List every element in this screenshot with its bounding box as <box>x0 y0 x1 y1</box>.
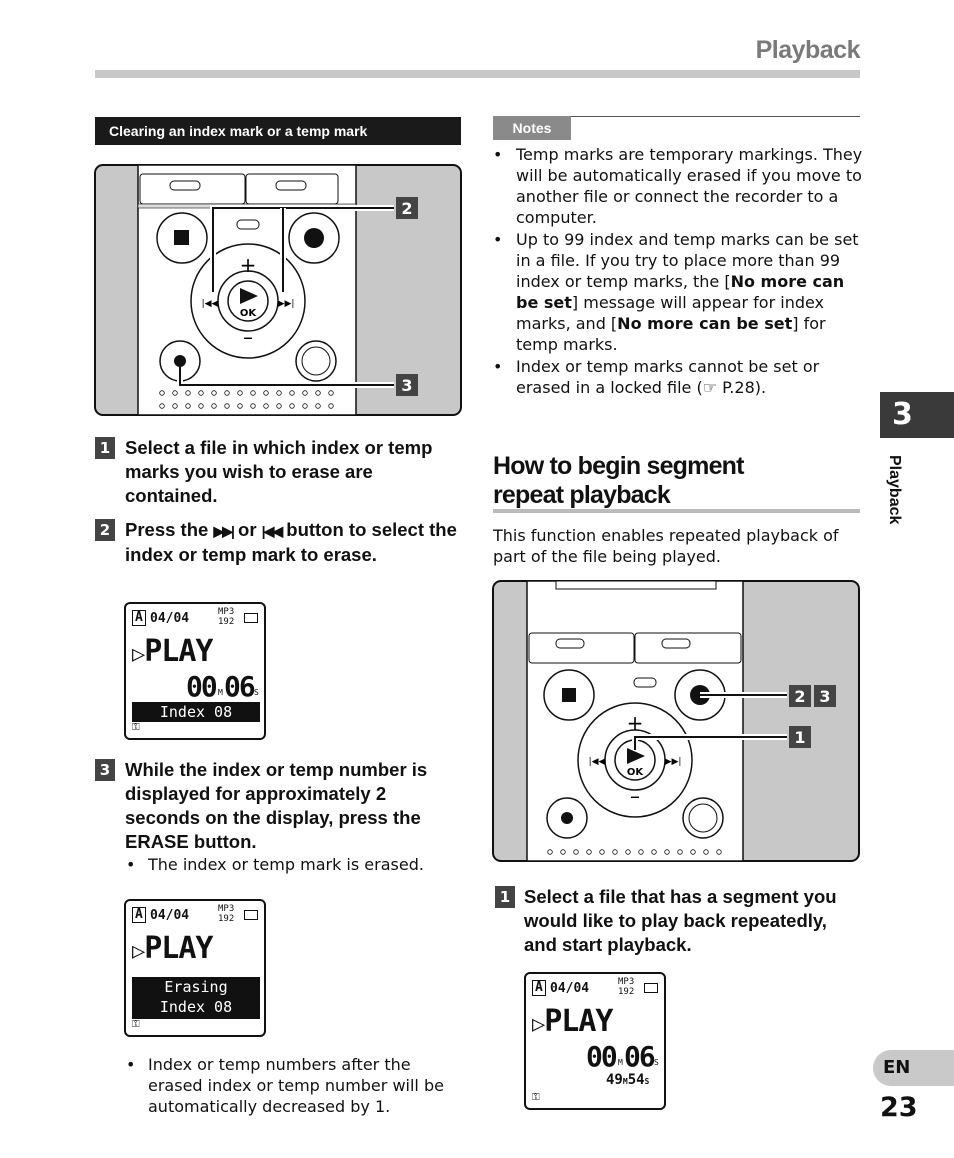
note-item: Up to 99 index and temp marks can be set… <box>493 229 863 355</box>
chapter-side-label: Playback <box>886 455 903 525</box>
mode-play: ▷PLAY <box>532 1004 614 1039</box>
recorder-illustration-bottom: OK + – |◀◀ ▶▶| 2 3 1 <box>492 580 860 862</box>
lock-icon: ⚿ <box>532 1092 540 1103</box>
header-rule <box>95 70 860 78</box>
callout-1: 1 <box>794 728 805 747</box>
step-1-text: Select a file in which index or temp mar… <box>125 437 433 506</box>
step-2-number: 2 <box>95 519 115 541</box>
page-header-title: Playback <box>755 36 861 64</box>
step-3-text: While the index or temp number is displa… <box>125 759 428 852</box>
step-3-number: 3 <box>95 759 115 781</box>
battery-icon <box>244 910 258 920</box>
prev-button-glyph: |◀◀ <box>261 523 284 539</box>
ok-label: OK <box>240 308 258 319</box>
segment-step-1-text: Select a file that has a segment you wou… <box>524 886 837 955</box>
lcd-display-segment: A 04/04 MP3 192 ▷PLAY 00 M 06 S 49M54S ⚿ <box>524 972 666 1110</box>
lcd-display-index: A 04/04 MP3 192 ▷PLAY 00 M 06 S Index 08… <box>124 602 266 740</box>
lock-icon: ⚿ <box>132 1019 140 1030</box>
svg-text:+: + <box>627 711 644 735</box>
svg-text:OK: OK <box>627 767 645 778</box>
recorder-illustration-top: OK + – |◀◀ ▶▶| 2 3 <box>94 164 462 416</box>
chapter-tab: 3 <box>880 392 954 438</box>
final-bullet: Index or temp numbers after the erased i… <box>126 1054 466 1117</box>
svg-text:▶▶|: ▶▶| <box>665 757 682 767</box>
page-number: 23 <box>880 1092 918 1123</box>
segment-rule <box>493 509 860 513</box>
segment-description: This function enables repeated playback … <box>493 526 839 566</box>
svg-text:–: – <box>243 325 253 349</box>
callout-3: 3 <box>819 687 830 706</box>
callout-2: 2 <box>794 687 805 706</box>
remaining-time: 49M54S <box>606 1072 650 1088</box>
mode-play: ▷PLAY <box>132 634 214 669</box>
svg-text:+: + <box>240 253 257 277</box>
segment-step-1-number: 1 <box>495 886 515 908</box>
svg-text:–: – <box>630 784 640 808</box>
callout-3: 3 <box>401 376 412 395</box>
mode-play: ▷PLAY <box>132 931 214 966</box>
note-item: Temp marks are temporary markings. They … <box>493 144 863 228</box>
battery-icon <box>644 983 658 993</box>
step-3-bullet: The index or temp mark is erased. <box>126 854 466 875</box>
lock-icon: ⚿ <box>132 722 140 733</box>
index-bar: Index 08 <box>132 702 260 722</box>
callout-2: 2 <box>401 199 412 218</box>
segment-title: How to begin segment repeat playback <box>493 452 744 509</box>
language-badge: EN <box>873 1050 954 1086</box>
battery-icon <box>244 613 258 623</box>
svg-text:|◀◀: |◀◀ <box>589 757 606 767</box>
svg-text:▶▶|: ▶▶| <box>278 299 295 309</box>
notes-list: Temp marks are temporary markings. They … <box>493 144 863 399</box>
section-title-bar: Clearing an index mark or a temp mark <box>95 117 461 145</box>
page-ref: ☞ P.28 <box>702 378 755 397</box>
notes-label: Notes <box>493 116 571 140</box>
step-1-number: 1 <box>95 437 115 459</box>
step-2-text: Press the ▶▶| or |◀◀ button to select th… <box>125 519 457 565</box>
notes-rule <box>571 116 860 117</box>
next-button-glyph: ▶▶| <box>213 523 235 539</box>
note-item: Index or temp marks cannot be set or era… <box>493 356 863 398</box>
svg-text:|◀◀: |◀◀ <box>202 299 219 309</box>
